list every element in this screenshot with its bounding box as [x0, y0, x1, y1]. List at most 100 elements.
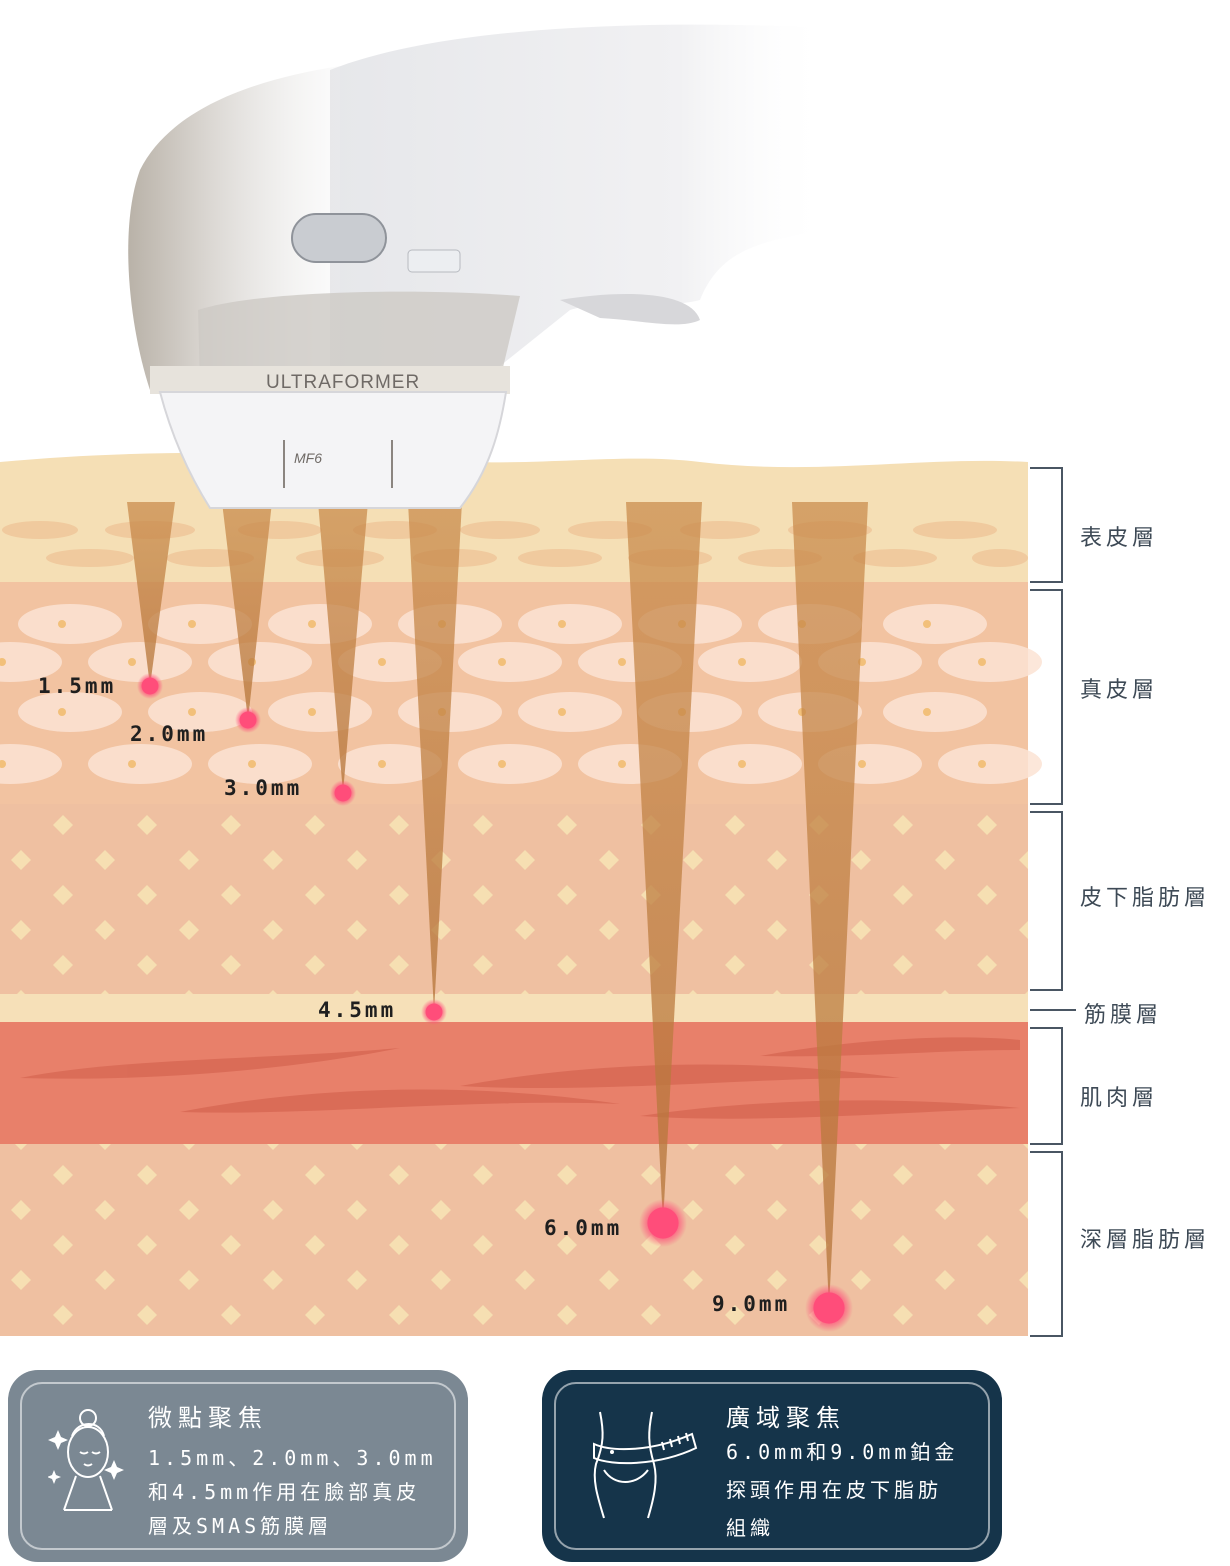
dermis-cell: [0, 642, 62, 682]
layer-label: 皮下脂肪層: [1080, 886, 1211, 911]
dermis-cell: [698, 642, 802, 682]
ultrasound-beam: [127, 502, 175, 686]
layer-bracket: [1030, 589, 1063, 805]
layer-brackets: [1030, 467, 1076, 1337]
dermis-cell-nucleus: [58, 620, 66, 628]
dermis-cell: [88, 744, 192, 784]
device-brand-label: ULTRAFORMER: [266, 372, 421, 393]
depth-label: 4.5mm: [318, 998, 397, 1022]
micro-focus-line-3: 層及SMAS筋膜層: [148, 1514, 333, 1538]
muscle-fibers: [20, 1037, 1020, 1119]
wide-focus-title: 廣域聚焦: [726, 1404, 846, 1432]
dermis-cell: [938, 744, 1042, 784]
dermis-cells: [0, 604, 1042, 784]
dermis-cell: [148, 604, 252, 644]
focal-point-core: [239, 711, 257, 729]
micro-focus-card: 微點聚焦 1.5mm、2.0mm、3.0mm 和4.5mm作用在臉部真皮 層及S…: [8, 1370, 468, 1562]
layer-bracket: [1030, 1027, 1063, 1145]
focal-point-core: [647, 1207, 679, 1239]
layer-label: 筋膜層: [1084, 1003, 1163, 1028]
layer-label: 表皮層: [1080, 526, 1159, 551]
dermis-cell: [268, 692, 372, 732]
depth-label: 2.0mm: [130, 722, 209, 746]
dermis-cell: [148, 692, 252, 732]
dermis-cell-nucleus: [618, 658, 626, 666]
dermis-cell: [938, 642, 1042, 682]
dermis-cell-nucleus: [498, 760, 506, 768]
depth-label: 9.0mm: [712, 1292, 791, 1316]
layer-bracket: [1030, 467, 1063, 583]
dermis-cell-nucleus: [923, 620, 931, 628]
ultrasound-beam: [626, 502, 702, 1223]
dermis-cell-nucleus: [618, 760, 626, 768]
wide-focus-line-1: 6.0mm和9.0mm鉑金: [726, 1440, 959, 1464]
dermis-cell-nucleus: [978, 658, 986, 666]
wide-focus-line-3: 組織: [726, 1516, 774, 1540]
dermis-cell: [458, 642, 562, 682]
dermis-cell-nucleus: [558, 708, 566, 716]
transducer-tip: [158, 391, 508, 509]
dermis-cell-nucleus: [978, 760, 986, 768]
focal-point-core: [425, 1003, 443, 1021]
dermis-cell: [18, 692, 122, 732]
dermis-cell-nucleus: [308, 620, 316, 628]
face-icon: [48, 1409, 124, 1511]
dermis-cell-nucleus: [923, 708, 931, 716]
dermis-cell-nucleus: [858, 760, 866, 768]
focal-points: [137, 673, 853, 1332]
dermis-cell-nucleus: [58, 708, 66, 716]
wide-focus-card: 廣域聚焦 6.0mm和9.0mm鉑金 探頭作用在皮下脂肪 組織: [542, 1370, 1002, 1562]
dermis-cell: [338, 744, 442, 784]
layer-bracket: [1030, 811, 1063, 991]
depth-label: 3.0mm: [224, 776, 303, 800]
dermis-cell: [208, 642, 312, 682]
micro-focus-title: 微點聚焦: [148, 1404, 268, 1432]
dermis-cell-nucleus: [128, 760, 136, 768]
layer-label: 深層脂肪層: [1080, 1228, 1211, 1253]
dermis-cell-nucleus: [188, 620, 196, 628]
ultraformer-handpiece: [128, 24, 830, 509]
dermis-cell-nucleus: [498, 658, 506, 666]
device-model-label: MF6: [294, 450, 322, 466]
ultrasound-beam: [222, 502, 272, 720]
dermis-cell-nucleus: [308, 708, 316, 716]
dermis-cell-nucleus: [378, 658, 386, 666]
layer-label: 肌肉層: [1080, 1086, 1159, 1111]
depth-label: 1.5mm: [38, 674, 117, 698]
layer-bracket: [1030, 1151, 1063, 1337]
fascia-layer: [0, 994, 1028, 1022]
dermis-cell: [208, 744, 312, 784]
depth-label: 6.0mm: [544, 1216, 623, 1240]
dermis-cell-nucleus: [188, 708, 196, 716]
dermis-cell: [518, 604, 622, 644]
layer-label: 真皮層: [1080, 678, 1159, 703]
dermis-cell: [88, 642, 192, 682]
focal-point-core: [141, 677, 159, 695]
waist-measure-icon: [593, 1411, 698, 1519]
focal-point-core: [334, 784, 352, 802]
dermis-cell-nucleus: [128, 658, 136, 666]
dermis-cell-nucleus: [558, 620, 566, 628]
dermis-cell: [698, 744, 802, 784]
ultrasound-beam: [792, 502, 868, 1308]
dermis-cell-nucleus: [738, 760, 746, 768]
ultrasound-beams: [127, 502, 868, 1308]
dermis-cell-nucleus: [248, 760, 256, 768]
micro-focus-line-2: 和4.5mm作用在臉部真皮: [148, 1480, 421, 1504]
ultrasound-beam: [318, 502, 368, 793]
ultrasound-beam: [408, 502, 462, 1012]
dermis-cell: [18, 604, 122, 644]
dermis-cell-nucleus: [738, 658, 746, 666]
dermis-cell: [883, 604, 987, 644]
wide-focus-line-2: 探頭作用在皮下脂肪: [726, 1478, 942, 1502]
dermis-cell: [458, 744, 562, 784]
dermis-cell: [883, 692, 987, 732]
dermis-cell: [518, 692, 622, 732]
focal-point-core: [813, 1292, 845, 1324]
dermis-cell-nucleus: [378, 760, 386, 768]
dermis-cell-nucleus: [0, 760, 6, 768]
dermis-cell: [0, 744, 62, 784]
dermis-cell-nucleus: [0, 658, 6, 666]
